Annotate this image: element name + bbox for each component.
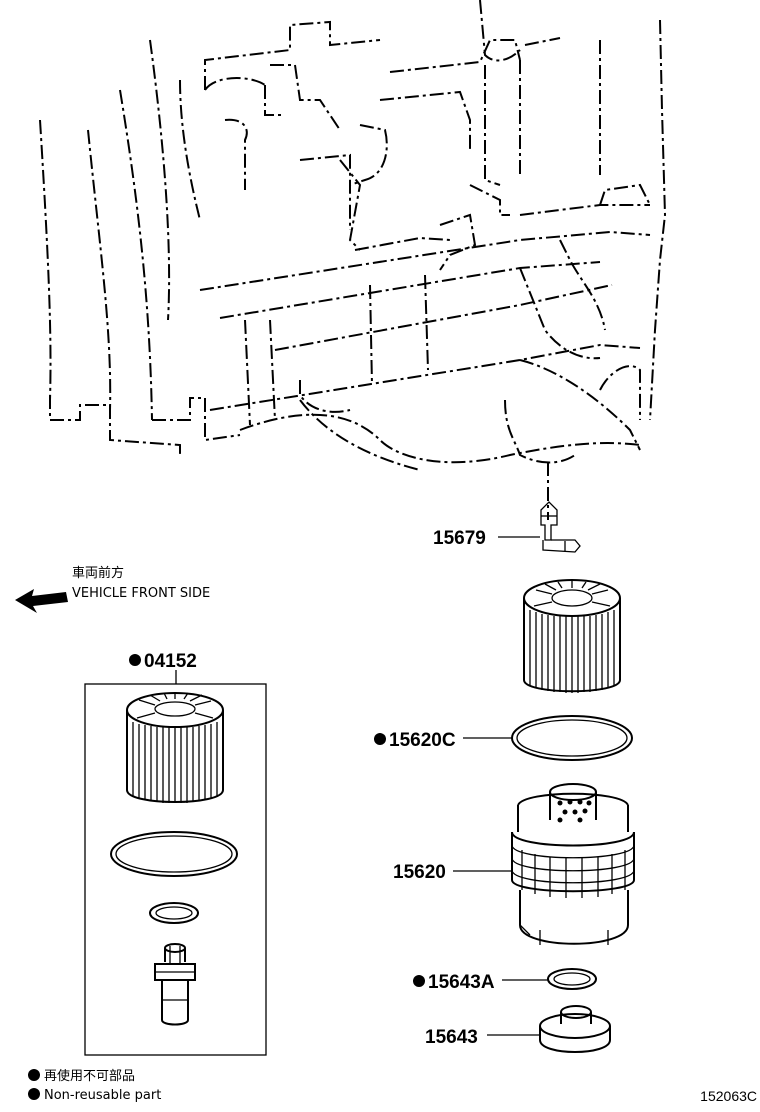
non-reusable-marker-icon: [413, 975, 425, 987]
legend-label-jp: 再使用不可部品: [44, 1068, 135, 1084]
drain-plug-15643: [539, 1005, 611, 1053]
part-label-15643: 15643: [425, 1027, 478, 1048]
legend-marker-icon: [28, 1069, 40, 1081]
filter-element-right: [523, 579, 621, 693]
figure-code: 152063C: [700, 1088, 757, 1104]
direction-label-jp: 車両前方: [72, 565, 124, 581]
kit-filter-element: [126, 692, 224, 803]
part-label-15620: 15620: [393, 862, 446, 883]
non-reusable-marker-icon: [129, 654, 141, 666]
kit-o-ring-small: [149, 902, 199, 924]
vehicle-front-arrow-icon: [15, 589, 68, 613]
kit-04152-box: [84, 683, 267, 1056]
direction-label-en: VEHICLE FRONT SIDE: [72, 586, 210, 601]
union-15679: [540, 501, 581, 553]
kit-o-ring-large: [110, 831, 238, 877]
non-reusable-marker-icon: [374, 733, 386, 745]
legend-label-en: Non-reusable part: [44, 1088, 161, 1103]
part-label-15620c: 15620C: [389, 730, 456, 751]
filter-cap-15620: [511, 783, 635, 945]
o-ring-15643a: [547, 968, 597, 990]
engine-block-outline: [39, 0, 667, 471]
part-label-15643a: 15643A: [428, 972, 495, 993]
o-ring-15620c: [511, 715, 633, 761]
legend-marker-icon: [28, 1088, 40, 1100]
part-label-15679: 15679: [433, 528, 486, 549]
part-label-04152: 04152: [144, 651, 197, 672]
kit-drain-union: [154, 943, 196, 1026]
